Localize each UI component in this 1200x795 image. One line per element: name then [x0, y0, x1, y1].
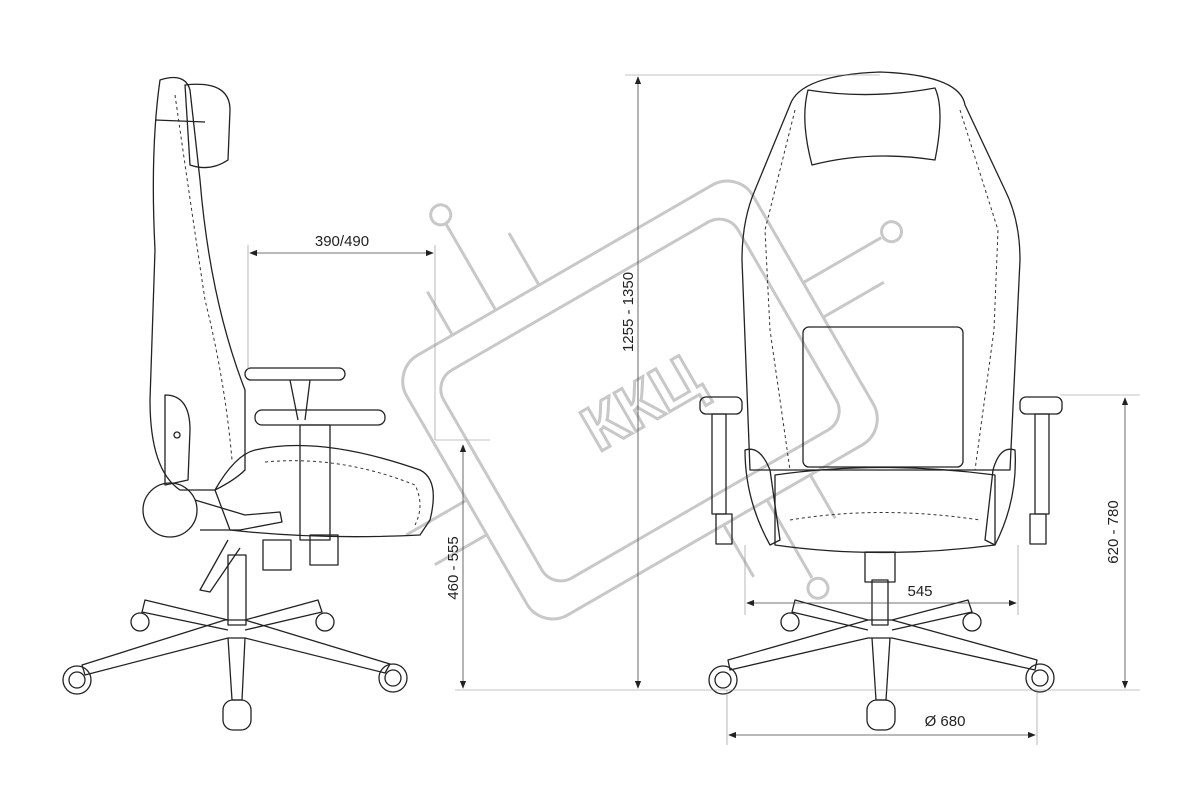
seat-height-label: 460 - 555 [445, 536, 462, 599]
seat-width-label: 545 [907, 583, 932, 600]
watermark-logo: ККЦ [401, 179, 904, 621]
svg-text:ККЦ: ККЦ [569, 340, 713, 465]
base-diameter-label: Ø 680 [925, 713, 966, 730]
total-height-label: 1255 - 1350 [620, 272, 637, 352]
dimension-lines [247, 74, 1140, 745]
seat-depth-label: 390/490 [315, 233, 369, 250]
chair-side-view [62, 76, 434, 731]
chair-front-view [699, 71, 1063, 731]
armrest-height-label: 620 - 780 [1105, 500, 1122, 563]
